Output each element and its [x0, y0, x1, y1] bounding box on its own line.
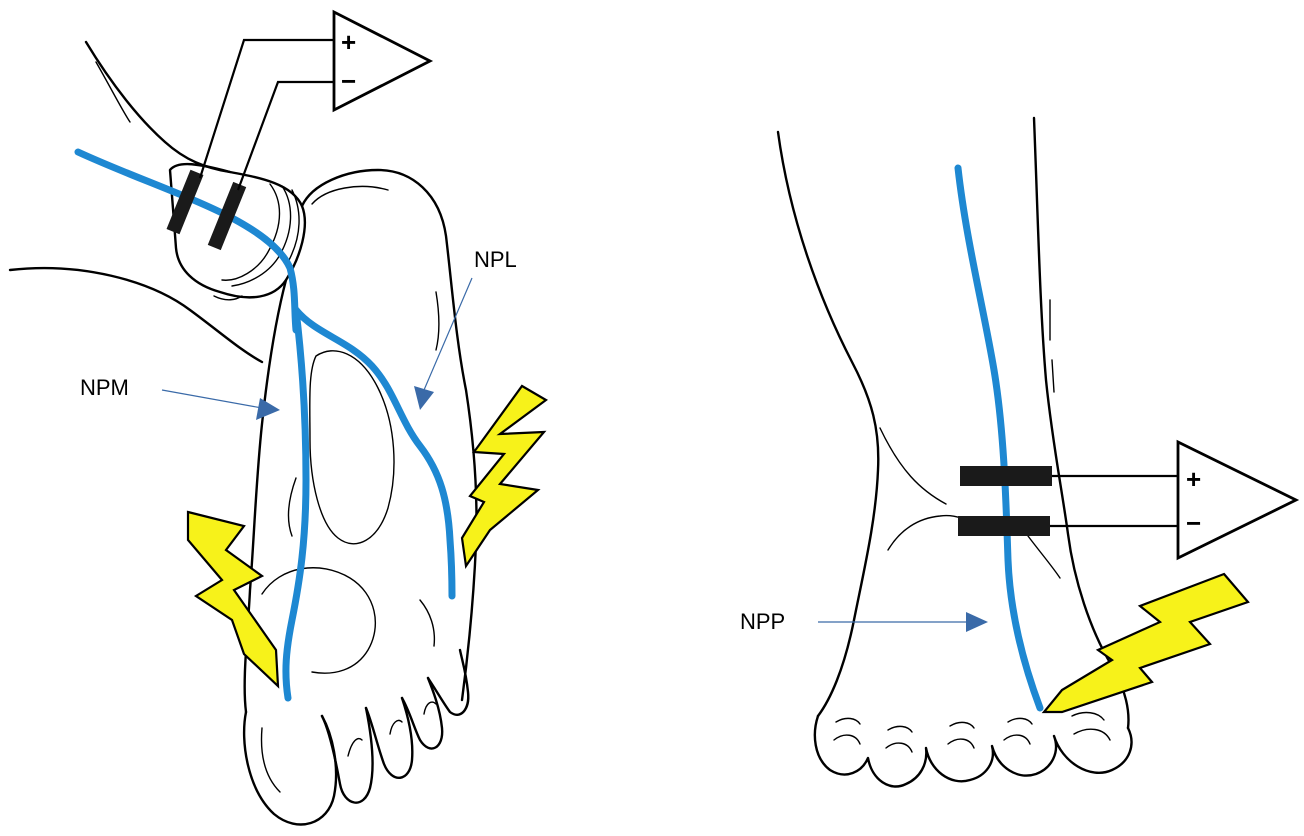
nerve-npl [296, 310, 452, 596]
pointer-npp-head [966, 612, 988, 632]
right-leg-outline-left [778, 132, 878, 716]
pointer-npm-head [256, 398, 280, 420]
sole-lateral-mark [436, 292, 439, 350]
ankle-tendon [880, 428, 946, 504]
left-electrodes [167, 170, 247, 250]
stimulus-bolt-right [1044, 574, 1248, 712]
right-leg-outline-right [1034, 118, 1128, 728]
right-electrode-1 [960, 466, 1052, 486]
pointer-npl-head [414, 386, 434, 410]
label-npp: NPP [740, 609, 785, 634]
right-toe-creases [836, 713, 1104, 732]
left-leg-lower-outline [10, 268, 262, 362]
label-npp-group: NPP [740, 609, 988, 634]
left-toe-2 [322, 708, 373, 803]
sole-arch-line [312, 186, 388, 204]
label-npm: NPM [80, 375, 129, 400]
left-leg-inner-line [96, 62, 130, 122]
pointer-npm [162, 390, 262, 408]
right-toenails [834, 729, 1110, 752]
left-toe-5 [428, 650, 468, 715]
pointer-npl [424, 278, 472, 390]
sole-outline [302, 170, 477, 700]
ankle-bone-line [1028, 536, 1060, 578]
left-big-toe-nail [262, 728, 280, 792]
label-npl: NPL [474, 247, 517, 272]
left-big-toe [244, 712, 336, 824]
right-amp-plus-sign: + [1186, 464, 1201, 494]
right-amp-minus-sign: − [1186, 508, 1201, 538]
ball-lateral-mark [420, 600, 434, 646]
left-amplifier-assembly: + − [200, 12, 430, 190]
label-npm-group: NPM [80, 375, 280, 420]
left-wire-minus [238, 82, 334, 190]
arch-inner-mark [289, 478, 296, 536]
left-toe-marks [348, 702, 436, 756]
stimulus-bolt-medial [188, 512, 278, 686]
left-amp-plus-sign: + [341, 27, 356, 57]
left-electrode-2 [208, 182, 246, 250]
left-amp-minus-sign: − [341, 66, 356, 96]
left-figure [10, 42, 477, 824]
right-leg-dash [1050, 300, 1054, 392]
right-electrode-2 [958, 516, 1050, 536]
right-amplifier [1178, 442, 1296, 558]
ball-outline [262, 568, 375, 673]
right-amplifier-assembly: + − [1050, 442, 1296, 558]
